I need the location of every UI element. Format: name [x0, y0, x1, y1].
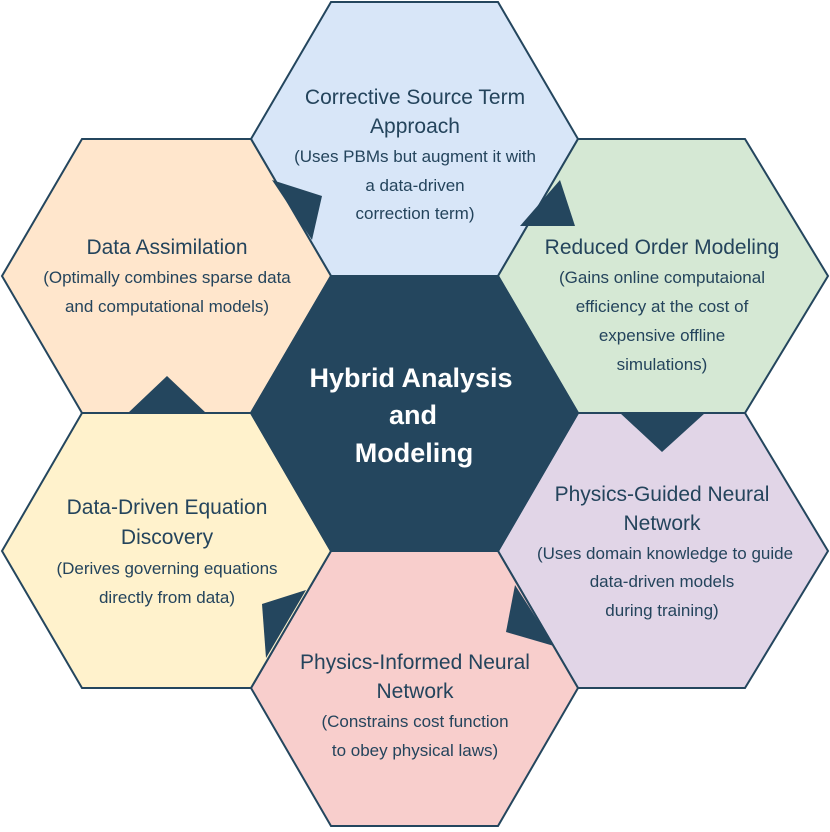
- hex-desc-line: correction term): [355, 204, 474, 223]
- hex-text-data-assimilation: Data Assimilation (Optimally combines sp…: [43, 236, 291, 316]
- connector-arrow-top: [272, 180, 322, 240]
- hex-title-line: Physics-Guided Neural: [555, 483, 770, 506]
- hex-desc-line: (Constrains cost function: [321, 712, 508, 731]
- hex-text-physics-informed-nn: Physics-Informed Neural Network (Constra…: [300, 651, 530, 760]
- hex-text-physics-guided-nn: Physics-Guided Neural Network (Uses doma…: [537, 483, 793, 620]
- hex-desc-line: efficiency at the cost of: [576, 297, 749, 316]
- hex-desc-line: (Optimally combines sparse data: [43, 268, 291, 287]
- hex-desc-line: data-driven models: [590, 572, 735, 591]
- hex-desc-line: to obey physical laws): [332, 741, 498, 760]
- hex-title-line: Network: [376, 680, 454, 703]
- center-title-line: Hybrid Analysis: [309, 363, 512, 393]
- connector-arrow-lower-left: [262, 590, 306, 658]
- hex-title-line: Network: [623, 512, 701, 535]
- hex-desc-line: (Uses domain knowledge to guide: [537, 544, 793, 563]
- connector-arrow-lower-right: [620, 413, 705, 452]
- connector-arrow-upper-left: [128, 376, 206, 413]
- hex-title-line: Data Assimilation: [86, 236, 247, 259]
- hex-title-line: Corrective Source Term: [305, 86, 525, 109]
- center-label: Hybrid Analysis and Modeling: [309, 363, 512, 468]
- hex-desc-line: (Gains online computaional: [559, 268, 765, 287]
- hex-title-line: Discovery: [121, 526, 214, 549]
- hex-text-corrective-source-term: Corrective Source Term Approach (Uses PB…: [294, 86, 536, 223]
- hex-desc-line: (Derives governing equations: [56, 559, 277, 578]
- hex-desc-line: directly from data): [99, 588, 235, 607]
- hex-title-line: Physics-Informed Neural: [300, 651, 530, 674]
- hex-desc-line: simulations): [617, 355, 708, 374]
- hex-title-line: Data-Driven Equation: [67, 496, 268, 519]
- hex-desc-line: a data-driven: [365, 176, 464, 195]
- hex-center: [249, 275, 580, 552]
- hex-text-reduced-order-modeling: Reduced Order Modeling (Gains online com…: [545, 236, 780, 374]
- hex-title-line: Reduced Order Modeling: [545, 236, 780, 259]
- center-title-line: Modeling: [355, 438, 473, 468]
- hex-desc-line: (Uses PBMs but augment it with: [294, 147, 536, 166]
- hex-desc-line: expensive offline: [599, 326, 725, 345]
- hex-desc-line: and computational models): [65, 297, 269, 316]
- hex-desc-line: during training): [605, 601, 718, 620]
- connector-arrow-upper-right: [520, 180, 575, 226]
- hex-text-equation-discovery: Data-Driven Equation Discovery (Derives …: [56, 496, 277, 607]
- connector-arrow-bottom: [506, 585, 554, 646]
- hex-title-line: Approach: [370, 115, 460, 138]
- center-title-line: and: [389, 400, 437, 430]
